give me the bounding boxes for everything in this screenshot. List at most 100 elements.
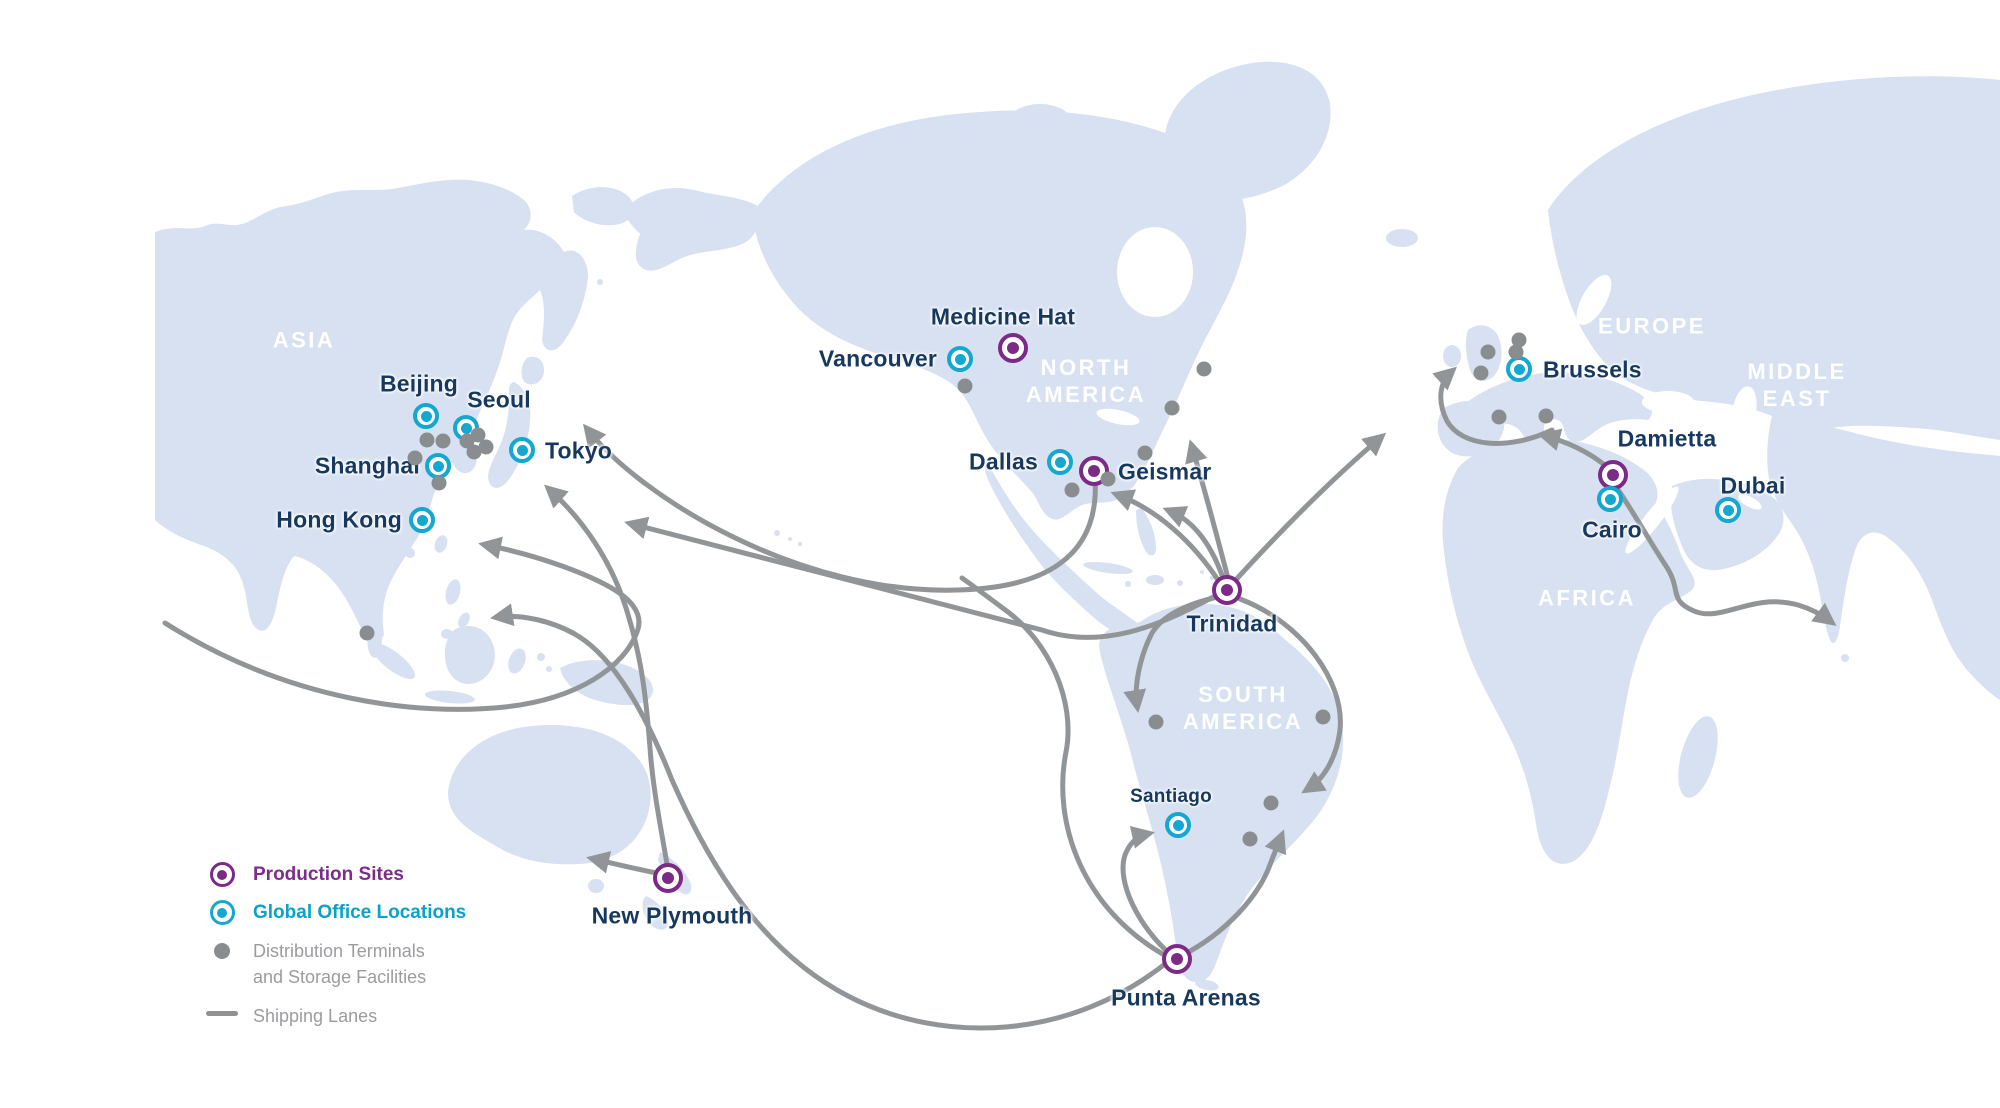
legend-row-production-sites: Production Sites [203, 862, 603, 887]
terminal-dot-11 [1064, 482, 1080, 498]
new-plymouth-label: New Plymouth [591, 902, 753, 929]
lane-wrap-west-to-asia [162, 536, 642, 712]
land-hispaniola [1146, 575, 1164, 585]
land-iceland [1386, 229, 1418, 247]
terminal-dot-18 [1263, 795, 1279, 811]
land-jamaica [1125, 581, 1131, 587]
terminal-dot-14 [1164, 400, 1180, 416]
terminal-dot-13 [1137, 445, 1153, 461]
land-europe-russia [1548, 76, 2000, 440]
legend: Production Sites Global Office Locations… [203, 862, 603, 1042]
land-antilles-1 [1200, 570, 1204, 574]
terminal-dot-7 [466, 444, 482, 460]
santiago-label: Santiago [1130, 786, 1212, 807]
land-asia [155, 179, 588, 642]
land-hokkaido [521, 356, 544, 385]
medicine-hat-marker [998, 333, 1028, 363]
lane-punta-arenas-panama-loop [959, 575, 1171, 960]
shanghai-label: Shanghai [314, 452, 420, 479]
region-label-middle-east: MIDDLE EAST [1747, 358, 1846, 412]
region-label-north-america: NORTH AMERICA [1026, 354, 1146, 408]
terminal-dot-24 [1491, 409, 1507, 425]
land-nz-south [642, 896, 668, 930]
land-south-america [1099, 603, 1344, 982]
land-hawaii-3 [798, 542, 802, 546]
land-tierra-del-fuego [1195, 979, 1219, 991]
land-sri-lanka [1841, 654, 1849, 662]
legend-production-sites-label: Production Sites [253, 863, 404, 885]
region-label-asia: ASIA [272, 327, 336, 353]
region-label-africa: AFRICA [1537, 585, 1637, 611]
terminal-dot-17 [1315, 709, 1331, 725]
land-japan [488, 382, 531, 489]
trinidad-label: Trinidad [1186, 610, 1278, 637]
shipping-lanes [162, 366, 1837, 1031]
land-java [425, 690, 475, 704]
lane-trinidad-geismar [1110, 489, 1223, 586]
tokyo-label: Tokyo [545, 437, 613, 464]
land-chukotka [572, 187, 634, 226]
land-west-europe [1469, 372, 1653, 469]
inland-seas [1096, 227, 1762, 554]
terminal-dot-9 [359, 625, 375, 641]
terminal-dot-icon [203, 938, 241, 959]
dubai-marker [1715, 497, 1741, 523]
legend-row-distribution-terminals: Distribution Terminals and Storage Facil… [203, 938, 603, 990]
lane-trinidad-japan [624, 516, 1226, 640]
lane-punta-arenas-transpacific [490, 603, 1173, 1031]
seoul-label: Seoul [467, 386, 531, 413]
legend-global-offices-label: Global Office Locations [253, 901, 467, 923]
terminal-dot-2 [435, 433, 451, 449]
dubai-label: Dubai [1720, 472, 1786, 499]
region-label-north-america-line1: NORTH [1040, 355, 1132, 380]
terminal-dot-10 [957, 378, 973, 394]
geismar-label: Geismar [1118, 458, 1212, 485]
land-florida [1136, 508, 1156, 556]
region-label-europe: EUROPE [1598, 313, 1706, 339]
land-arctic-island-1 [914, 120, 986, 160]
punta-arenas-label: Punta Arenas [1111, 984, 1261, 1011]
beijing-label: Beijing [379, 370, 459, 397]
terminal-dot-21 [1473, 365, 1489, 381]
region-label-middle-east-line1: MIDDLE [1747, 359, 1847, 384]
brussels-label: Brussels [1543, 356, 1642, 383]
terminal-dot-16 [1148, 714, 1164, 730]
lane-europe-loop [1432, 366, 1555, 446]
legend-shipping-lanes-label: Shipping Lanes [253, 1006, 378, 1026]
terminal-dot-19 [1242, 831, 1258, 847]
sea-baltic [1576, 275, 1612, 325]
land-alaska [624, 188, 760, 271]
land-mexico-central-america [984, 460, 1145, 640]
lane-punta-arenas-santiago [1120, 826, 1174, 958]
legend-row-global-offices: Global Office Locations [203, 900, 603, 925]
beijing-marker [413, 403, 439, 429]
brussels-marker [1506, 356, 1532, 382]
terminal-dot-5 [470, 427, 486, 443]
cairo-label: Cairo [1582, 516, 1642, 543]
land-greenland [1164, 61, 1331, 201]
land-madagascar [1678, 716, 1718, 798]
punta-arenas-marker [1162, 944, 1192, 974]
terminal-dot-20 [1480, 344, 1496, 360]
lane-trinidad-gulf [1162, 506, 1228, 587]
land-puerto-rico [1177, 580, 1183, 586]
terminal-dot-1 [419, 432, 435, 448]
land-philippines-2 [458, 612, 470, 628]
land-africa [1442, 437, 1695, 864]
terminal-dot-8 [431, 475, 447, 491]
legend-distribution-line1: Distribution Terminals [253, 941, 425, 961]
region-label-south-america: SOUTH AMERICA [1183, 681, 1303, 735]
land-hawaii-2 [788, 537, 792, 541]
santiago-marker [1165, 812, 1191, 838]
land-aleutian-1 [597, 279, 603, 285]
region-label-middle-east-line2: EAST [1762, 386, 1832, 411]
global-office-marker-icon [203, 900, 241, 925]
land-ireland [1443, 345, 1461, 367]
terminal-dot-15 [1196, 361, 1212, 377]
land-aleutian-2 [579, 288, 585, 294]
land-moluccas-1 [537, 653, 545, 661]
land-arctic-island-4 [1040, 162, 1076, 182]
terminal-dot-25 [1538, 408, 1554, 424]
